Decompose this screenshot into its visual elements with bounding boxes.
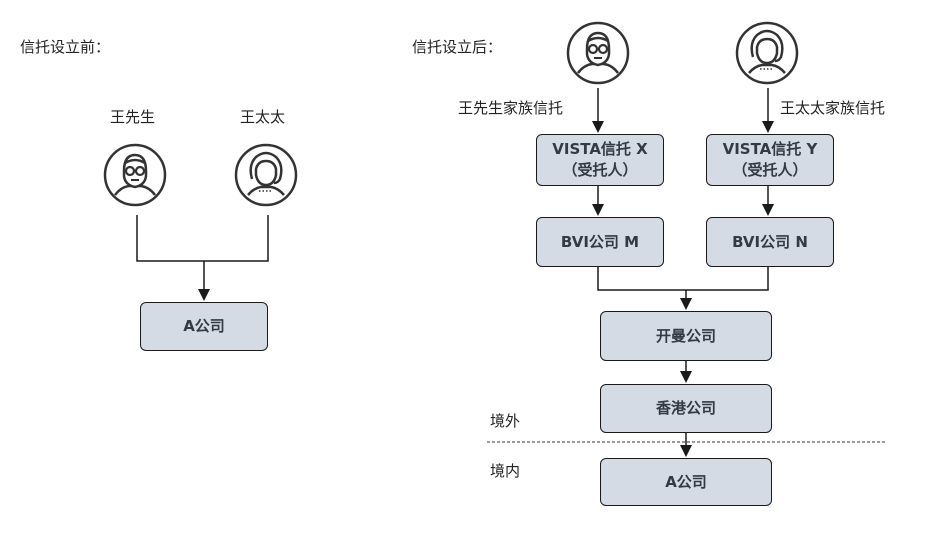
woman-icon: [735, 21, 799, 85]
mrs-wang-label: 王太太: [240, 108, 286, 126]
man-with-glasses-icon: [566, 21, 630, 85]
a-company-after-label: A公司: [665, 472, 707, 491]
mr-wang-trust-label: 王先生家族信托: [458, 99, 564, 117]
woman-icon: [234, 143, 298, 207]
kaiman-company-label: 开曼公司: [655, 326, 716, 345]
trustee-x-name: VISTA信托 X: [552, 140, 648, 158]
connector-mrs-wang: [204, 215, 269, 262]
before-heading: 信托设立前：: [20, 38, 111, 56]
connector-n-merge: [686, 267, 769, 291]
trustee-y-role: （受托人）: [732, 161, 808, 179]
a-company-after: A公司: [600, 458, 772, 506]
onshore-label: 境内: [490, 462, 521, 480]
trustee-y-name: VISTA信托 Y: [722, 140, 818, 158]
trustee-x-box: VISTA信托 X （受托人）: [536, 134, 664, 186]
kaiman-company-box: 开曼公司: [600, 311, 772, 361]
mr-wang-label: 王先生: [110, 108, 156, 126]
bvi-n-box: BVI公司 N: [706, 217, 834, 267]
man-with-glasses-icon: [103, 143, 167, 207]
bvi-n-label: BVI公司 N: [732, 232, 808, 251]
a-company-before-label: A公司: [183, 317, 225, 335]
mrs-wang-trust-label: 王太太家族信托: [780, 99, 886, 117]
a-company-before: A公司: [140, 302, 268, 351]
bvi-m-label: BVI公司 M: [560, 232, 640, 251]
offshore-label: 境外: [490, 412, 521, 430]
trustee-y-box: VISTA信托 Y （受托人）: [706, 134, 834, 186]
hongkong-company-box: 香港公司: [600, 384, 772, 433]
bvi-m-box: BVI公司 M: [536, 217, 664, 267]
connector-mr-wang: [136, 215, 204, 262]
connector-m-merge: [597, 267, 686, 291]
trustee-x-role: （受托人）: [562, 161, 638, 179]
after-heading: 信托设立后：: [412, 38, 503, 56]
hongkong-company-label: 香港公司: [655, 399, 716, 417]
